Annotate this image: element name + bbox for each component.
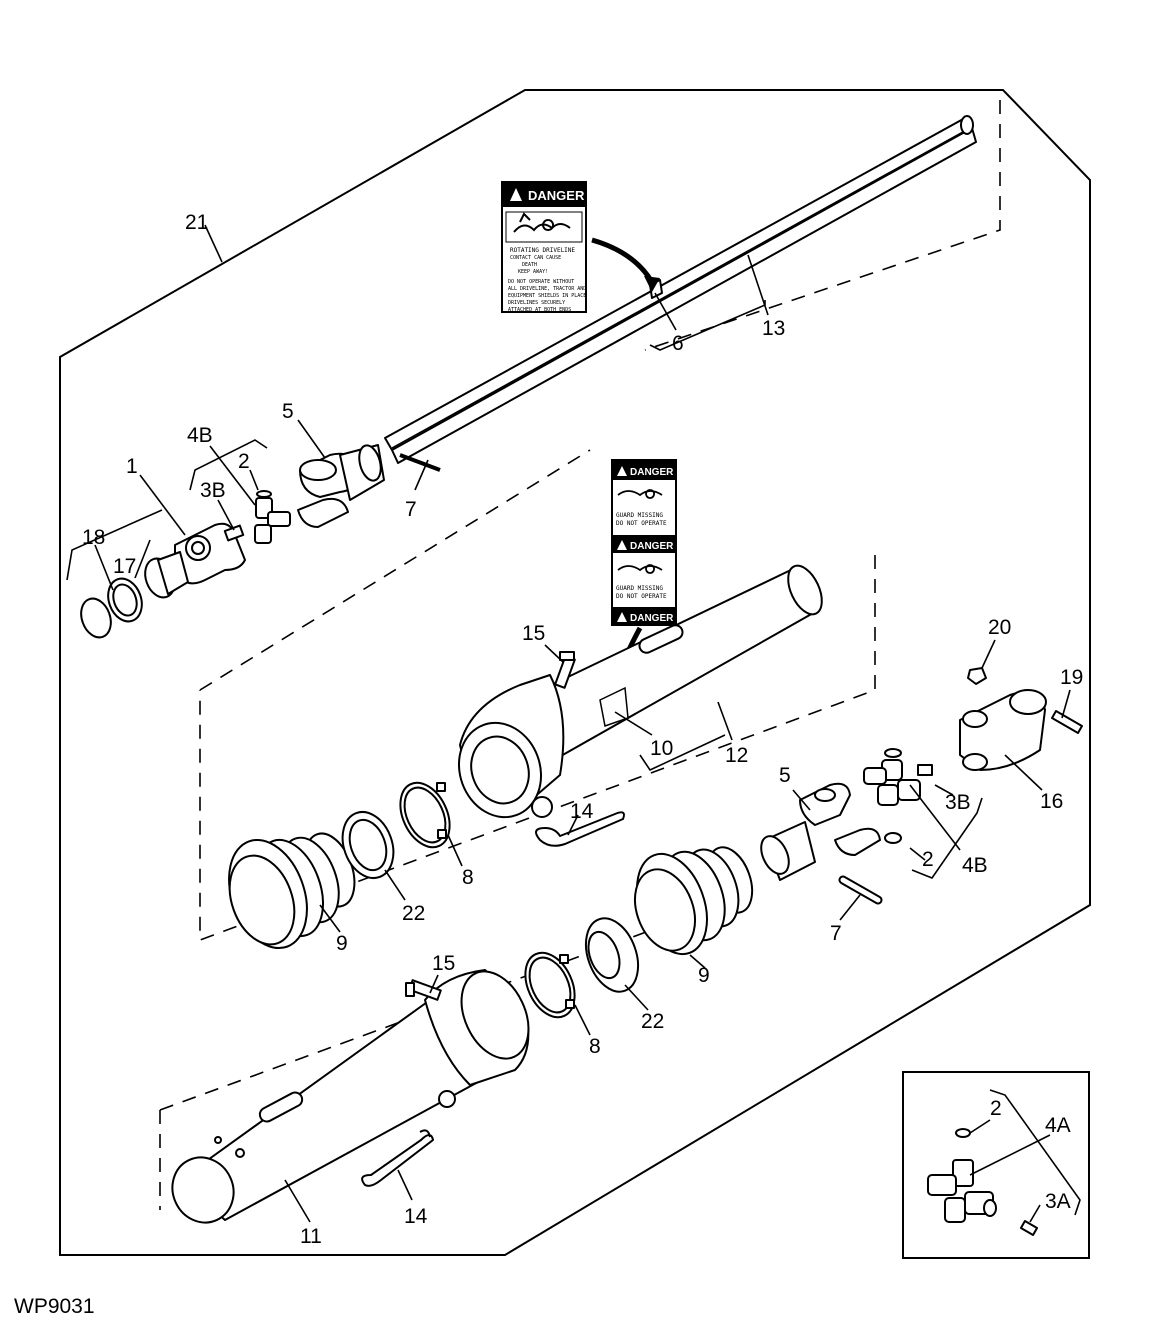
decal-top-title: DANGER xyxy=(528,188,585,203)
danger-decal-shield: DANGER GUARD MISSING DO NOT OPERATE DANG… xyxy=(611,459,677,626)
callout-8-lower: 8 xyxy=(589,1035,601,1058)
callout-3B-upper: 3B xyxy=(200,479,226,502)
callout-21: 21 xyxy=(185,211,208,234)
bracket-4B-lower xyxy=(911,797,983,879)
callout-2-lower: 2 xyxy=(922,848,934,871)
yoke-5-lower xyxy=(760,782,881,881)
bearing-ring-22-right xyxy=(584,917,640,993)
callout-20: 20 xyxy=(988,616,1011,639)
callout-3B-lower: 3B xyxy=(945,791,971,814)
callout-7-upper: 7 xyxy=(405,498,417,521)
decal-shield-text1a: GUARD MISSING xyxy=(616,512,663,519)
decal-shield-title3: DANGER xyxy=(630,613,674,624)
decal-top-line5: DO NOT OPERATE WITHOUT xyxy=(508,279,574,285)
clip-14-upper xyxy=(535,811,625,847)
callout-7-lower: 7 xyxy=(830,922,842,945)
retaining-ring-8-right xyxy=(524,951,576,1019)
decal-top-line9: ATTACHED AT BOTH ENDS xyxy=(508,307,571,313)
callout-1: 1 xyxy=(126,455,138,478)
callout-16: 16 xyxy=(1040,790,1063,813)
callout-3A: 3A xyxy=(1045,1190,1071,1213)
callout-10: 10 xyxy=(650,737,673,760)
callout-18: 18 xyxy=(82,526,105,549)
yoke-5-upper xyxy=(297,444,385,528)
callout-6: 6 xyxy=(672,332,684,355)
bolt-19 xyxy=(1051,710,1083,734)
decal-top-line3: DEATH xyxy=(522,262,537,268)
bearing-ring-22-left xyxy=(341,811,395,879)
clip-14-lower xyxy=(361,1129,434,1187)
callout-22-upper: 22 xyxy=(402,902,425,925)
callout-2-inset: 2 xyxy=(990,1097,1002,1120)
kit-outline-21 xyxy=(59,89,1091,1256)
screw-15-lower xyxy=(405,979,442,1001)
decal-top-arrow xyxy=(591,237,655,284)
decal-shield-text1b: DO NOT OPERATE xyxy=(616,520,667,527)
inset-box xyxy=(902,1071,1090,1259)
group-outline-inner-shield xyxy=(199,449,876,942)
bellows-9-left xyxy=(228,832,356,950)
callout-13: 13 xyxy=(762,317,785,340)
decal-top-line4: KEEP AWAY! xyxy=(518,269,548,275)
callout-9-lower: 9 xyxy=(698,964,710,987)
bracket-1 xyxy=(66,509,163,581)
decal-top-line7: EQUIPMENT SHIELDS IN PLACE xyxy=(508,293,586,299)
inner-shaft-13 xyxy=(384,115,977,464)
decal-top-line6: ALL DRIVELINE, TRACTOR AND xyxy=(508,286,586,292)
bracket-13 xyxy=(649,300,766,351)
callout-9-upper: 9 xyxy=(336,932,348,955)
nut-20 xyxy=(967,667,987,685)
callout-14-lower: 14 xyxy=(404,1205,428,1228)
bellows-9-right xyxy=(634,846,754,956)
bushing-17 xyxy=(144,551,189,599)
decal-shield-text2b: DO NOT OPERATE xyxy=(616,593,667,600)
figure-id-label: WP9031 xyxy=(14,1295,95,1318)
callout-15-lower: 15 xyxy=(432,952,455,975)
decal-top-line2: CONTACT CAN CAUSE xyxy=(510,255,561,261)
callout-15-upper: 15 xyxy=(522,622,545,645)
decal-top-line1: ROTATING DRIVELINE xyxy=(510,247,575,254)
yoke-16 xyxy=(959,689,1047,771)
cross-kit-4A xyxy=(927,1128,1039,1236)
ring-18 xyxy=(80,577,143,639)
callout-22-lower: 22 xyxy=(641,1010,664,1033)
callout-4A: 4A xyxy=(1045,1114,1071,1137)
screw-15-upper xyxy=(554,651,576,689)
outer-shield-11 xyxy=(171,969,530,1224)
decal-shield-title1: DANGER xyxy=(630,467,674,478)
pin-7-upper xyxy=(399,453,441,472)
callout-8-upper: 8 xyxy=(462,866,474,889)
decal-shield-title2: DANGER xyxy=(630,541,674,552)
callout-5-lower: 5 xyxy=(779,764,791,787)
bracket-4B-upper xyxy=(189,439,268,491)
callout-2-upper: 2 xyxy=(238,450,250,473)
cross-kit-4B-upper xyxy=(223,490,291,544)
bracket-12 xyxy=(639,734,726,772)
bracket-inset xyxy=(989,1089,1081,1216)
callout-4B-lower: 4B xyxy=(962,854,988,877)
callout-4B-upper: 4B xyxy=(187,424,213,447)
group-outline-inner-shaft xyxy=(644,100,1001,351)
leader-lines xyxy=(94,224,1071,1223)
cross-kit-4B-lower xyxy=(863,748,933,844)
decal-top-line8: DRIVELINES SECURELY xyxy=(508,300,565,306)
danger-decal-top: DANGER ROTATING DRIVELINE CONTACT CAN CA… xyxy=(501,181,587,313)
callout-12: 12 xyxy=(725,744,748,767)
retaining-ring-8-left xyxy=(399,781,451,849)
callout-11: 11 xyxy=(300,1225,322,1248)
callout-5-upper: 5 xyxy=(282,400,294,423)
callout-14-upper: 14 xyxy=(570,800,594,823)
decal-shield-text2a: GUARD MISSING xyxy=(616,585,663,592)
inner-shield-12 xyxy=(457,564,823,819)
callout-19: 19 xyxy=(1060,666,1083,689)
callout-17: 17 xyxy=(113,555,136,578)
